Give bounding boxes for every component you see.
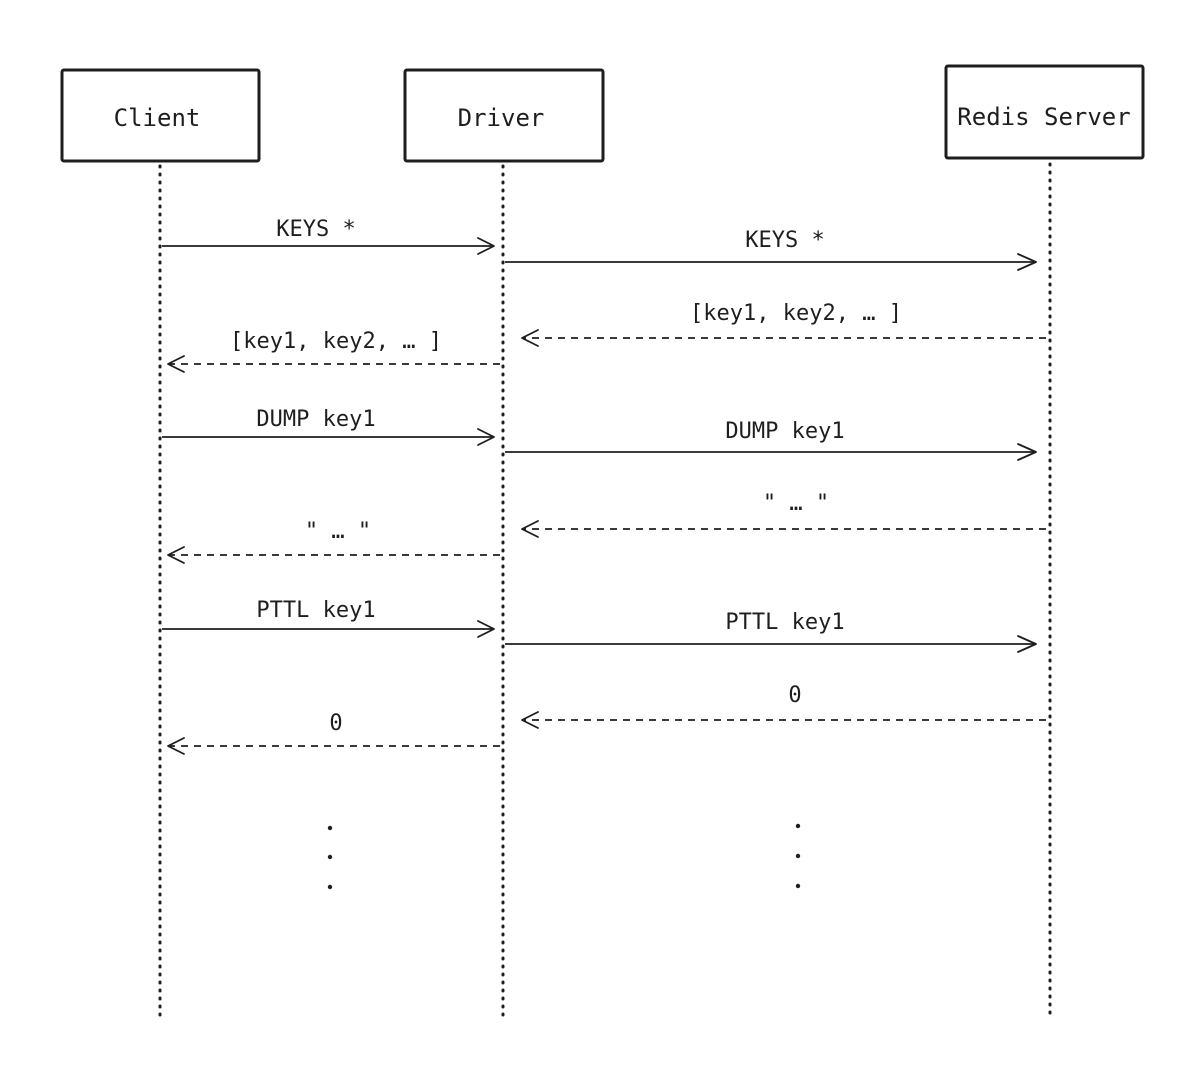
continuation-ellipsis-right [795, 823, 801, 889]
actor-server-label: Redis Server [957, 103, 1130, 131]
message-label: KEYS * [276, 217, 355, 242]
message-dump-reply-server-to-driver: " … " [521, 491, 1046, 538]
message-pttl-reply-driver-to-client: 0 [167, 711, 500, 755]
message-label: [key1, key2, … ] [230, 329, 442, 354]
message-pttl-client-to-driver: PTTL key1 [162, 598, 495, 638]
actor-client: Client [60, 68, 261, 163]
message-pttl-driver-to-server: PTTL key1 [505, 610, 1037, 653]
message-keys-reply-server-to-driver: [key1, key2, … ] [521, 301, 1046, 347]
message-label: KEYS * [745, 228, 824, 253]
message-dump-client-to-driver: DUMP key1 [162, 407, 495, 446]
message-pttl-reply-server-to-driver: 0 [521, 683, 1046, 729]
message-label: 0 [788, 683, 801, 708]
actor-redis-server: Redis Server [944, 64, 1145, 160]
message-label: [key1, key2, … ] [690, 301, 902, 326]
message-dump-driver-to-server: DUMP key1 [505, 419, 1037, 461]
message-label: " … " [305, 519, 371, 544]
message-label: DUMP key1 [725, 419, 844, 444]
actor-driver: Driver [403, 68, 605, 163]
message-label: " … " [763, 491, 829, 516]
message-label: PTTL key1 [256, 598, 375, 623]
message-label: PTTL key1 [725, 610, 844, 635]
actor-client-label: Client [114, 104, 201, 132]
message-keys-driver-to-server: KEYS * [505, 228, 1037, 271]
message-label: 0 [329, 711, 342, 736]
message-keys-client-to-driver: KEYS * [162, 217, 495, 255]
continuation-ellipsis-left [327, 825, 333, 890]
message-dump-reply-driver-to-client: " … " [167, 519, 500, 564]
actor-driver-label: Driver [458, 104, 545, 132]
message-keys-reply-driver-to-client: [key1, key2, … ] [167, 329, 500, 373]
message-label: DUMP key1 [256, 407, 375, 432]
